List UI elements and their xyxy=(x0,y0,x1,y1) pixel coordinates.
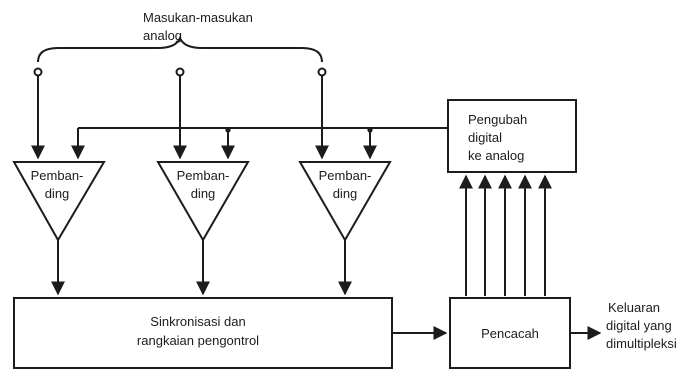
input-terminal-3 xyxy=(317,67,327,77)
input-terminal-1 xyxy=(33,67,43,77)
inputs-label-line1: Masukan-masukan xyxy=(143,10,253,25)
dac-block: Pengubah digital ke analog xyxy=(447,99,577,173)
output-label-line2: digital yang xyxy=(606,318,672,333)
comparator-1: Pemban- ding xyxy=(12,161,106,243)
output-label-line3: dimultipleksi xyxy=(606,336,677,351)
comparator-2-label-line1: Pemban- xyxy=(177,168,230,183)
input-brace xyxy=(37,35,323,63)
comparator-2-label-line2: ding xyxy=(191,186,216,201)
sync-control-block: Sinkronisasi dan rangkaian pengontrol xyxy=(13,297,393,369)
input-terminal-2 xyxy=(175,67,185,77)
output-label-line1: Keluaran xyxy=(608,300,660,315)
comparator-3: Pemban- ding xyxy=(298,161,392,243)
comparator-1-label-line2: ding xyxy=(45,186,70,201)
sync-label-line1: Sinkronisasi dan xyxy=(150,314,245,329)
comparator-2: Pemban- ding xyxy=(156,161,250,243)
counter-block: Pencacah xyxy=(449,297,571,369)
inputs-label-line2: analog xyxy=(143,28,182,43)
dac-label-line1: Pengubah xyxy=(468,112,527,127)
comparator-1-label-line1: Pemban- xyxy=(31,168,84,183)
dac-label-line3: ke analog xyxy=(468,148,524,163)
sync-label-line2: rangkaian pengontrol xyxy=(137,333,259,348)
counter-label: Pencacah xyxy=(481,326,539,341)
comparator-3-label-line2: ding xyxy=(333,186,358,201)
comparator-3-label-line1: Pemban- xyxy=(319,168,372,183)
dac-label-line2: digital xyxy=(468,130,502,145)
